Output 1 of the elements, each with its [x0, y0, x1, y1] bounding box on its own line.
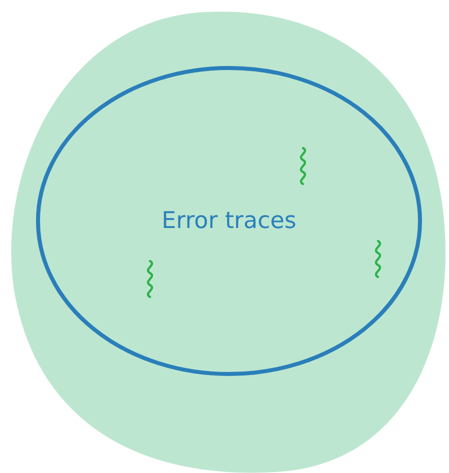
ellipse-label: Error traces	[162, 208, 296, 234]
